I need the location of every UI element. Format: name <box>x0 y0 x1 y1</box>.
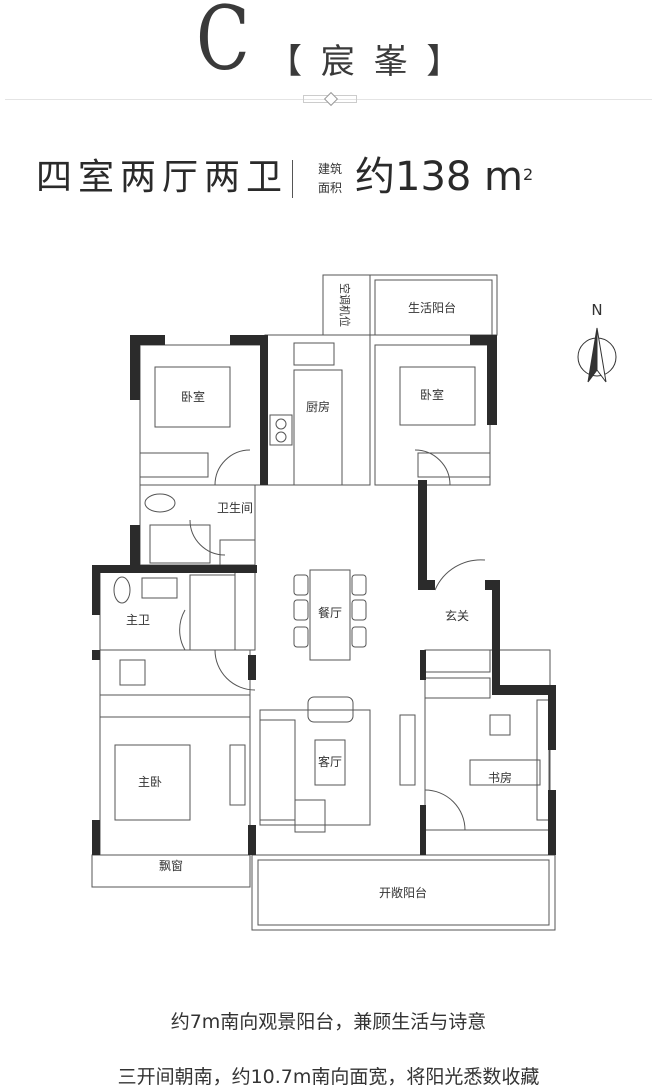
storage-cabinet <box>234 569 256 651</box>
armchair <box>307 696 354 723</box>
shower <box>149 524 211 564</box>
area-unit-sup: 2 <box>523 165 534 184</box>
kitchen-counter <box>293 369 343 486</box>
room-label-foyer: 玄关 <box>445 608 469 623</box>
room-label-study: 书房 <box>488 770 512 785</box>
caption-1: 约7m南向观景阳台，兼顾生活与诗意 <box>170 1011 487 1033</box>
open-balcony-outline <box>251 854 556 931</box>
room-label-bay-window: 飘窗 <box>159 859 183 873</box>
basin-master <box>141 577 178 599</box>
room-label-kitchen: 厨房 <box>306 399 330 414</box>
wardrobe-study <box>424 677 491 699</box>
area-value: 约138 m2 <box>355 152 533 202</box>
bookshelf <box>536 699 550 821</box>
bedroom-ne-outline <box>374 344 491 486</box>
washbasin <box>219 539 256 566</box>
tv-cabinet <box>399 714 416 786</box>
dining-table <box>309 569 351 661</box>
room-label-bedroom-nw: 卧室 <box>181 389 205 404</box>
area-label-line2: 面积 <box>318 181 343 195</box>
coffee-table <box>314 739 346 786</box>
room-label-dining: 餐厅 <box>318 605 342 620</box>
stove <box>269 414 293 446</box>
area-number: 约138 m <box>355 154 524 200</box>
bed-nw <box>154 366 231 428</box>
wardrobe-ne <box>417 452 491 478</box>
caption-2: 三开间朝南，约10.7m南向面宽，将阳光悉数收藏 <box>117 1066 540 1088</box>
master-bed <box>114 744 191 821</box>
unit-type-letter: C <box>196 0 250 90</box>
room-label-ac-unit: 空调机位 <box>338 283 352 327</box>
area-label-line1: 建筑 <box>318 162 343 176</box>
bedroom-nw-outline <box>139 344 266 486</box>
separator <box>292 160 293 198</box>
unit-type-name: 【 宸 峯 】 <box>268 42 465 82</box>
toilet <box>144 493 176 513</box>
compass-north-label: N <box>591 301 602 319</box>
wardrobe-master <box>99 694 251 718</box>
door-arc <box>214 449 251 486</box>
floor-plan: N 卧室 厨房 卧室 生活阳台 空调机位 卫生间 主卫 餐厅 玄关 主卧 客厅 … <box>91 274 617 931</box>
master-bedroom-outline <box>99 649 251 856</box>
study-desk <box>469 759 541 786</box>
compass-icon <box>577 327 617 383</box>
sink <box>293 342 335 366</box>
sofa <box>259 719 296 821</box>
layout-summary: 四室两厅两卫 <box>36 157 289 198</box>
tv-master <box>229 744 246 806</box>
room-label-open-balcony: 开敞阳台 <box>379 885 427 900</box>
toilet-master <box>113 576 131 604</box>
area-label: 建筑 面积 <box>318 160 342 198</box>
room-label-master-bath: 主卫 <box>126 613 150 627</box>
wardrobe-nw <box>139 452 209 478</box>
bed-ne <box>399 366 476 426</box>
room-label-master-bedroom: 主卧 <box>138 775 162 789</box>
study-outline <box>424 649 551 831</box>
room-label-bedroom-ne: 卧室 <box>420 387 444 402</box>
walls <box>92 335 556 855</box>
shoe-cabinet <box>424 649 491 673</box>
bay-window-outline <box>91 854 251 888</box>
room-label-bathroom: 卫生间 <box>217 501 253 515</box>
thin-lines <box>91 274 556 931</box>
desk-chair <box>119 659 146 686</box>
shower-master <box>189 574 236 651</box>
room-label-living: 客厅 <box>318 754 342 769</box>
room-label-utility-balcony: 生活阳台 <box>408 300 456 315</box>
